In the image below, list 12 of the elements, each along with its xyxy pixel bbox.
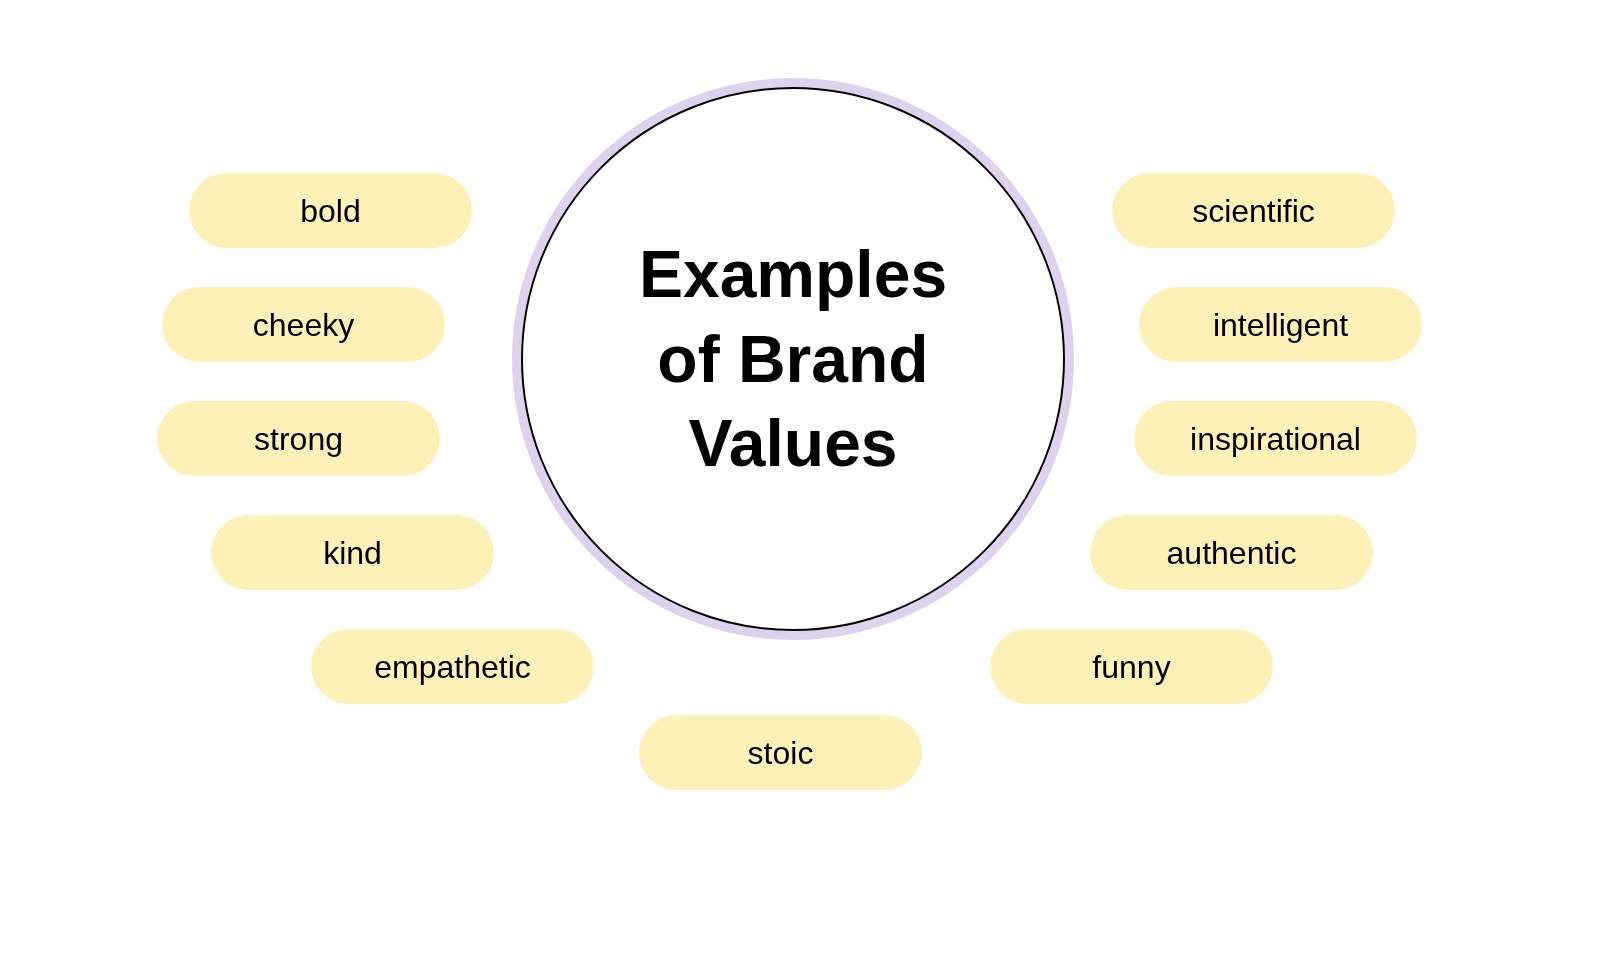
value-label: cheeky [252,305,355,345]
value-label: authentic [1166,533,1297,573]
value-label: stoic [747,733,814,773]
node-label: Examples of Brand Values [637,236,949,483]
value-label: empathetic [374,647,531,687]
value-label: bold [300,191,361,231]
value-label: kind [323,533,382,573]
value-label: intelligent [1212,305,1349,345]
value-label: inspirational [1190,419,1361,459]
value-label: scientific [1192,191,1315,231]
value-label: strong [254,419,343,459]
value-label: funny [1092,647,1171,687]
